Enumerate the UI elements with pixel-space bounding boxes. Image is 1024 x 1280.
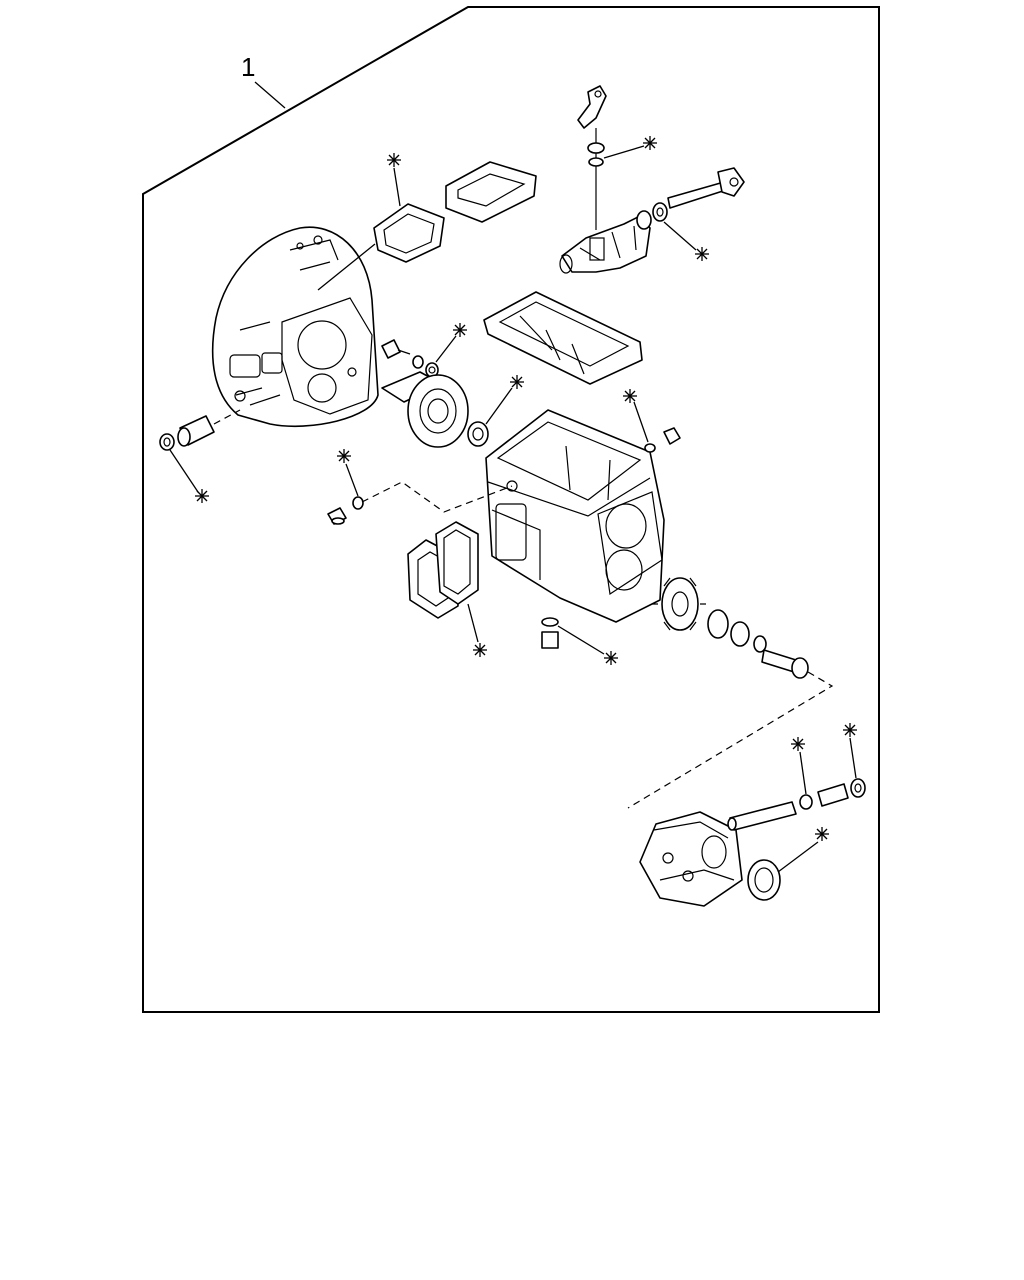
item-number-label: 1 <box>241 52 255 82</box>
speedometer-sleeve <box>817 783 849 807</box>
gear-shaft <box>761 649 809 679</box>
speedo-nut-marker-icon <box>842 722 858 738</box>
retainer-oil-seal <box>467 421 489 447</box>
inspection-cover <box>445 161 537 223</box>
shaft-seal-marker-icon <box>694 246 710 262</box>
breather-plug <box>663 427 681 445</box>
speedometer-oring <box>799 794 813 810</box>
oring-marker-icon <box>452 322 468 338</box>
side-cover-gasket <box>435 521 479 605</box>
retainer-seal-marker-icon <box>509 374 525 390</box>
top-cover <box>483 291 643 385</box>
breather-marker-icon <box>622 388 638 404</box>
gear-collar <box>730 621 750 647</box>
housing-gasket <box>373 203 445 263</box>
gear-snap-ring <box>753 635 767 653</box>
plug-oring-marker-icon <box>336 448 352 464</box>
gear-bearing <box>707 609 729 639</box>
case-plug-left <box>327 507 347 525</box>
drive-gear <box>652 577 706 631</box>
speedo-oring-marker-icon <box>790 736 806 752</box>
transmission-case <box>485 409 665 623</box>
extension-seal-marker-icon <box>814 826 830 842</box>
case-bottom-plug <box>541 617 559 649</box>
breather-washer <box>644 443 656 453</box>
item-number-leader <box>254 81 286 109</box>
retainer-bolt <box>381 339 411 359</box>
bottom-plug-marker-icon <box>603 650 619 666</box>
shift-lever-bracket <box>577 85 607 129</box>
speedometer-shaft <box>727 801 797 831</box>
dowel-seal-ring <box>159 433 175 451</box>
bearing-retainer <box>381 371 469 448</box>
dowel-pin <box>177 415 215 447</box>
shift-shaft <box>667 167 745 209</box>
shift-washer <box>587 142 605 167</box>
shaft-bushing <box>636 210 652 230</box>
speedometer-nut <box>850 778 866 798</box>
rear-extension-housing <box>639 811 743 907</box>
kit-boundary-frame <box>142 6 880 1013</box>
seal-marker-icon <box>194 488 210 504</box>
shift-shaft-housing <box>559 215 651 274</box>
gasket-marker-icon <box>386 152 402 168</box>
gasket-side-marker-icon <box>472 642 488 658</box>
extension-oil-seal <box>747 859 781 901</box>
retainer-oring-small <box>425 362 439 378</box>
washer-marker-icon <box>642 135 658 151</box>
flywheel-housing <box>211 226 379 428</box>
lock-washer <box>412 355 424 369</box>
shaft-oil-seal <box>652 202 668 222</box>
case-plug-oring <box>352 496 364 510</box>
